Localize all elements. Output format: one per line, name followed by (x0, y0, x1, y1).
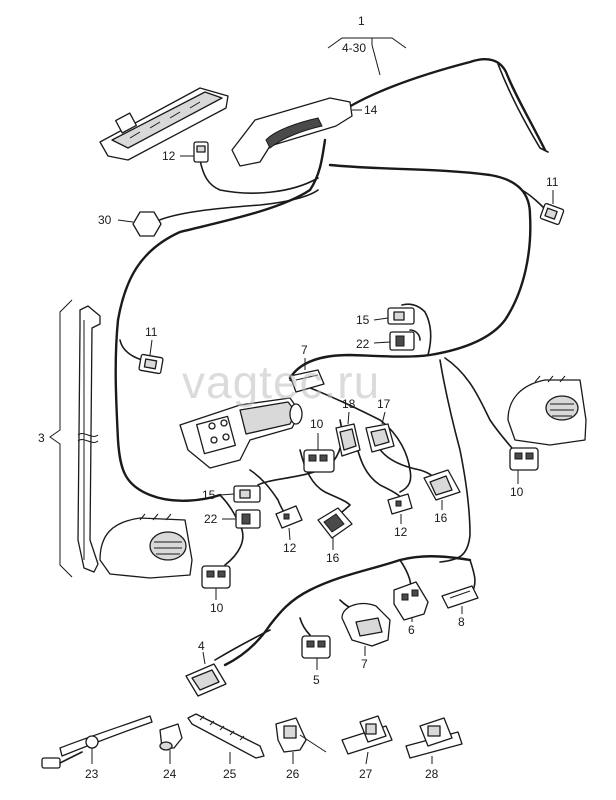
callout-22-left: 22 (204, 512, 218, 526)
part-6-connector (393, 581, 429, 622)
callout-4: 4 (198, 639, 205, 653)
callout-27: 27 (359, 767, 373, 781)
callout-17: 17 (377, 397, 391, 411)
motor-unit (179, 397, 303, 469)
callout-6: 6 (408, 623, 415, 637)
callout-14: 14 (364, 103, 378, 117)
tail-lamp-right (507, 375, 587, 446)
part-7-bottom-connector (341, 603, 391, 656)
part-26-clip (275, 717, 327, 764)
callout-labels: 1 4-30 3 4 5 6 7 7 8 10 10 10 11 11 12 1… (38, 14, 559, 781)
callout-16-right: 16 (434, 511, 448, 525)
callout-10-left: 10 (210, 601, 224, 615)
callout-12-mid: 12 (283, 541, 297, 555)
callout-5: 5 (313, 673, 320, 687)
part-11-right-connector (539, 190, 565, 226)
part-30-grommet (117, 211, 162, 237)
callout-15-top: 15 (356, 313, 370, 327)
callout-16-mid: 16 (326, 551, 340, 565)
callout-28: 28 (425, 767, 439, 781)
part-24-clip (159, 723, 183, 764)
part-3-tube (77, 305, 101, 573)
callout-7-top: 7 (301, 343, 308, 357)
callout-7-bottom: 7 (361, 657, 368, 671)
brake-light-unit (99, 87, 229, 161)
part-15-left-connector (219, 485, 261, 503)
callout-26: 26 (286, 767, 300, 781)
part-5-connector (301, 635, 331, 670)
part-27-clip (341, 715, 393, 765)
part-10-left-connector (201, 565, 231, 600)
callout-11-left: 11 (145, 325, 158, 339)
callout-24: 24 (163, 767, 177, 781)
part-23-cable-tie (41, 715, 153, 769)
part-16-mid-connector (317, 507, 353, 550)
part-17-connector (365, 411, 395, 453)
part-12-mid-connector (275, 505, 303, 541)
part-12-top-connector (180, 141, 209, 163)
part-1-bracket (327, 37, 407, 76)
callout-15-left: 15 (202, 488, 216, 502)
part-3-bracket (49, 299, 73, 578)
callout-25: 25 (223, 767, 237, 781)
part-15-top-connector (373, 307, 415, 325)
part-22-top-connector (373, 331, 415, 351)
callout-18: 18 (342, 397, 356, 411)
callout-10-mid: 10 (310, 417, 324, 431)
callout-12-right: 12 (394, 525, 408, 539)
callout-30: 30 (98, 213, 112, 227)
part-22-left-connector (222, 509, 261, 529)
part-28-clip (405, 717, 463, 764)
part-10-mid-connector (303, 433, 335, 473)
callout-12-top: 12 (162, 149, 176, 163)
callout-1-range: 4-30 (342, 41, 366, 55)
tail-lamp-left (99, 513, 193, 579)
callout-3: 3 (38, 431, 45, 445)
part-25-cable-tie (187, 713, 265, 764)
part-10-right-connector (509, 447, 539, 484)
part-8-connector (441, 585, 479, 614)
callout-11-right: 11 (546, 175, 559, 189)
watermark: vagtec.ru (182, 356, 380, 408)
part-12-right-connector (387, 493, 413, 524)
part-11-left-connector (138, 339, 164, 375)
part-4-connector (185, 651, 227, 697)
part-14-housing (231, 97, 362, 167)
part-16-right-connector (423, 469, 461, 510)
part-7-top-connector (289, 358, 325, 393)
callout-1: 1 (358, 14, 365, 28)
part-18-connector (335, 411, 361, 457)
callout-10-right: 10 (510, 485, 524, 499)
callout-8: 8 (458, 615, 465, 629)
callout-22-top: 22 (356, 337, 370, 351)
callout-23: 23 (85, 767, 99, 781)
